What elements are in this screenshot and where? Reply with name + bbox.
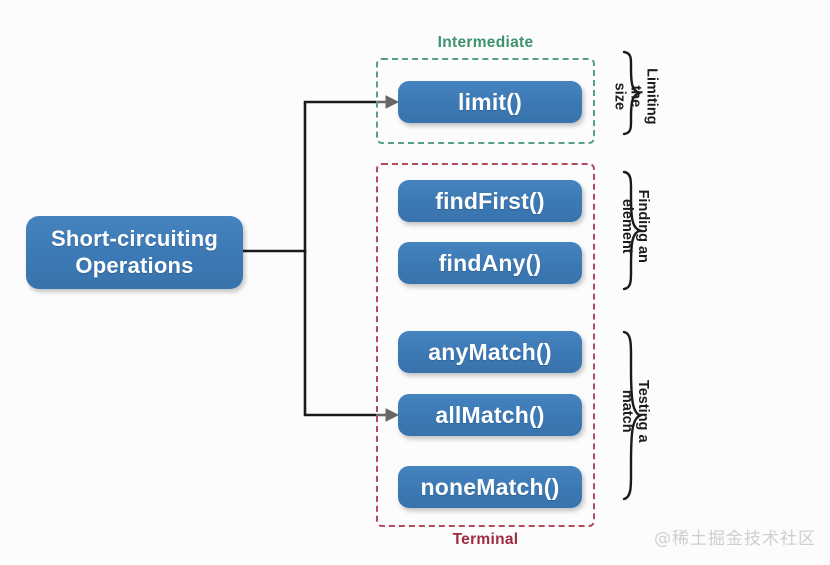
annotation-limiting-the-size: Limiting the size [611,50,659,136]
node-anymatch[interactable]: anyMatch() [398,331,582,373]
group-label-intermediate: Intermediate [437,34,534,51]
annotation-text-limiting-the-size: Limiting the size [610,68,660,125]
curly-brace-icon [622,330,643,501]
root-label-line1: Short-circuiting [51,225,218,251]
annotation-text-finding-an-element: Finding an element [619,189,652,263]
annotation-testing-a-match: Testing a match [618,330,652,501]
connector-to-intermediate [303,100,388,253]
group-label-terminal: Terminal [452,531,519,548]
arrowhead-terminal [385,408,400,422]
node-findfirst[interactable]: findFirst() [398,180,582,222]
root-label-line2: Operations [75,252,194,278]
node-limit[interactable]: limit() [398,81,582,123]
connector-to-terminal [303,249,388,417]
node-allmatch[interactable]: allMatch() [398,394,582,436]
curly-brace-icon [622,50,641,136]
node-nonematch[interactable]: noneMatch() [398,466,582,508]
watermark: @稀土掘金技术社区 [654,529,816,549]
curly-brace-icon [622,170,645,291]
node-findany[interactable]: findAny() [398,242,582,284]
annotation-finding-an-element: Finding an element [618,170,652,291]
node-short-circuiting-operations[interactable]: Short-circuiting Operations [26,216,243,289]
arrowhead-intermediate [385,95,400,109]
annotation-text-testing-a-match: Testing a match [619,379,652,443]
